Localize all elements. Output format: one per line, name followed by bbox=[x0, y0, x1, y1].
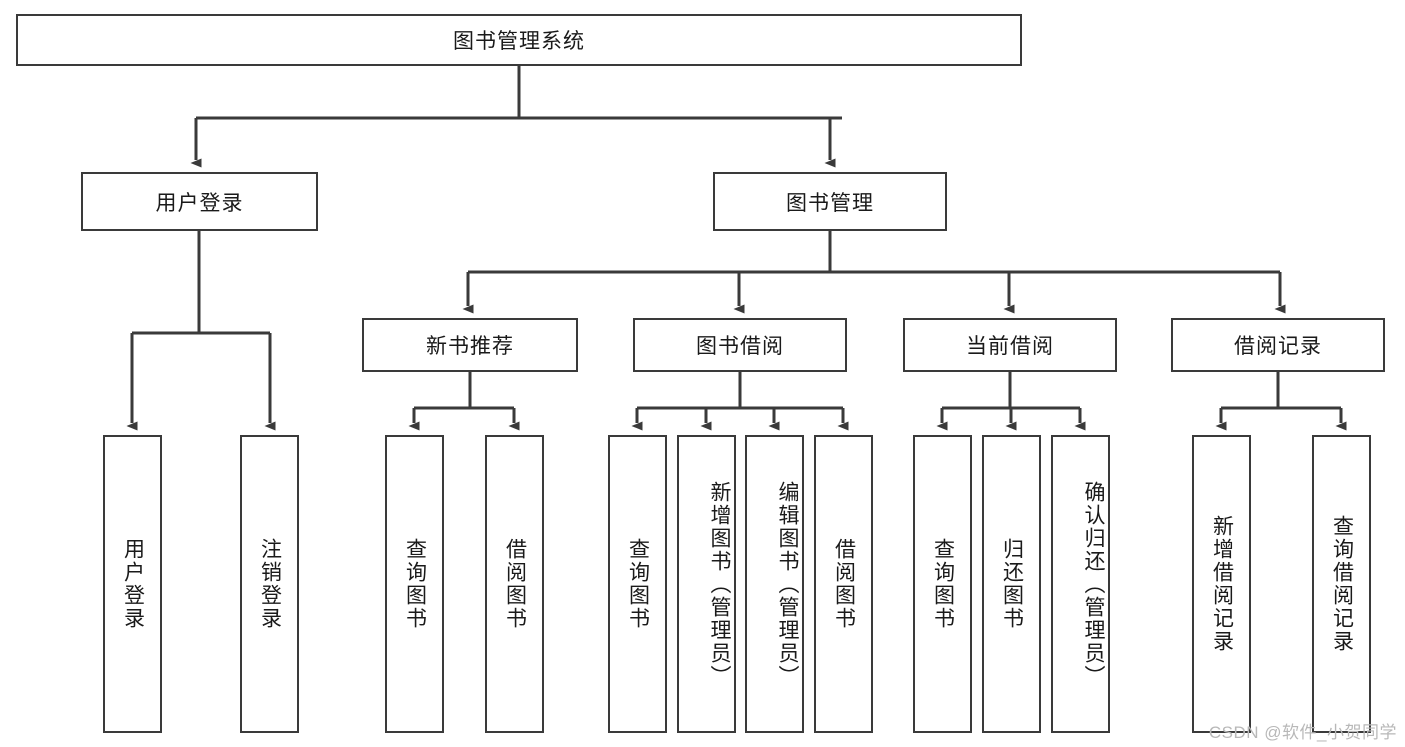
node-leaf-borrow-book-label: 借阅图书 bbox=[832, 538, 856, 630]
node-leaf-query-book-new[interactable]: 查询图书 bbox=[385, 435, 444, 733]
node-leaf-query-book-label: 查询图书 bbox=[626, 538, 650, 630]
node-root[interactable]: 图书管理系统 bbox=[16, 14, 1022, 66]
node-borrow-record-label: 借阅记录 bbox=[1234, 335, 1322, 358]
node-leaf-return-book-label: 归还图书 bbox=[1000, 538, 1024, 630]
node-leaf-edit-book[interactable]: 编辑图书（管理员） bbox=[745, 435, 804, 733]
node-book-borrow[interactable]: 图书借阅 bbox=[633, 318, 847, 372]
node-leaf-logout-label: 注销登录 bbox=[258, 538, 282, 630]
node-user-login-label: 用户登录 bbox=[155, 191, 244, 215]
node-current-borrow[interactable]: 当前借阅 bbox=[903, 318, 1117, 372]
node-leaf-confirm-return[interactable]: 确认归还（管理员） bbox=[1051, 435, 1110, 733]
node-leaf-query-book[interactable]: 查询图书 bbox=[608, 435, 667, 733]
node-leaf-borrow-book-new-label: 借阅图书 bbox=[503, 538, 527, 630]
node-leaf-query-book-cur-label: 查询图书 bbox=[931, 538, 955, 630]
node-new-book-recommend[interactable]: 新书推荐 bbox=[362, 318, 578, 372]
node-leaf-query-record[interactable]: 查询借阅记录 bbox=[1312, 435, 1371, 733]
node-leaf-user-login[interactable]: 用户登录 bbox=[103, 435, 162, 733]
watermark: CSDN @软件_小贺同学 bbox=[1208, 723, 1397, 742]
node-leaf-edit-book-label: 编辑图书（管理员） bbox=[776, 480, 799, 688]
node-leaf-confirm-return-label: 确认归还（管理员） bbox=[1082, 480, 1105, 688]
node-leaf-borrow-book[interactable]: 借阅图书 bbox=[814, 435, 873, 733]
node-leaf-user-login-label: 用户登录 bbox=[121, 538, 145, 630]
node-current-borrow-label: 当前借阅 bbox=[966, 335, 1054, 358]
node-leaf-query-book-new-label: 查询图书 bbox=[403, 538, 427, 630]
node-user-login[interactable]: 用户登录 bbox=[81, 172, 318, 231]
node-leaf-query-book-cur[interactable]: 查询图书 bbox=[913, 435, 972, 733]
node-borrow-record[interactable]: 借阅记录 bbox=[1171, 318, 1385, 372]
node-leaf-logout[interactable]: 注销登录 bbox=[240, 435, 299, 733]
node-new-book-recommend-label: 新书推荐 bbox=[426, 335, 514, 358]
node-book-manage-label: 图书管理 bbox=[786, 191, 874, 215]
node-root-label: 图书管理系统 bbox=[453, 30, 585, 53]
node-book-manage[interactable]: 图书管理 bbox=[713, 172, 947, 231]
node-leaf-return-book[interactable]: 归还图书 bbox=[982, 435, 1041, 733]
node-leaf-add-record-label: 新增借阅记录 bbox=[1210, 515, 1234, 653]
node-leaf-add-record[interactable]: 新增借阅记录 bbox=[1192, 435, 1251, 733]
node-book-borrow-label: 图书借阅 bbox=[696, 335, 784, 358]
node-leaf-borrow-book-new[interactable]: 借阅图书 bbox=[485, 435, 544, 733]
node-leaf-query-record-label: 查询借阅记录 bbox=[1330, 515, 1354, 653]
node-leaf-add-book-label: 新增图书（管理员） bbox=[708, 480, 731, 688]
node-leaf-add-book[interactable]: 新增图书（管理员） bbox=[677, 435, 736, 733]
